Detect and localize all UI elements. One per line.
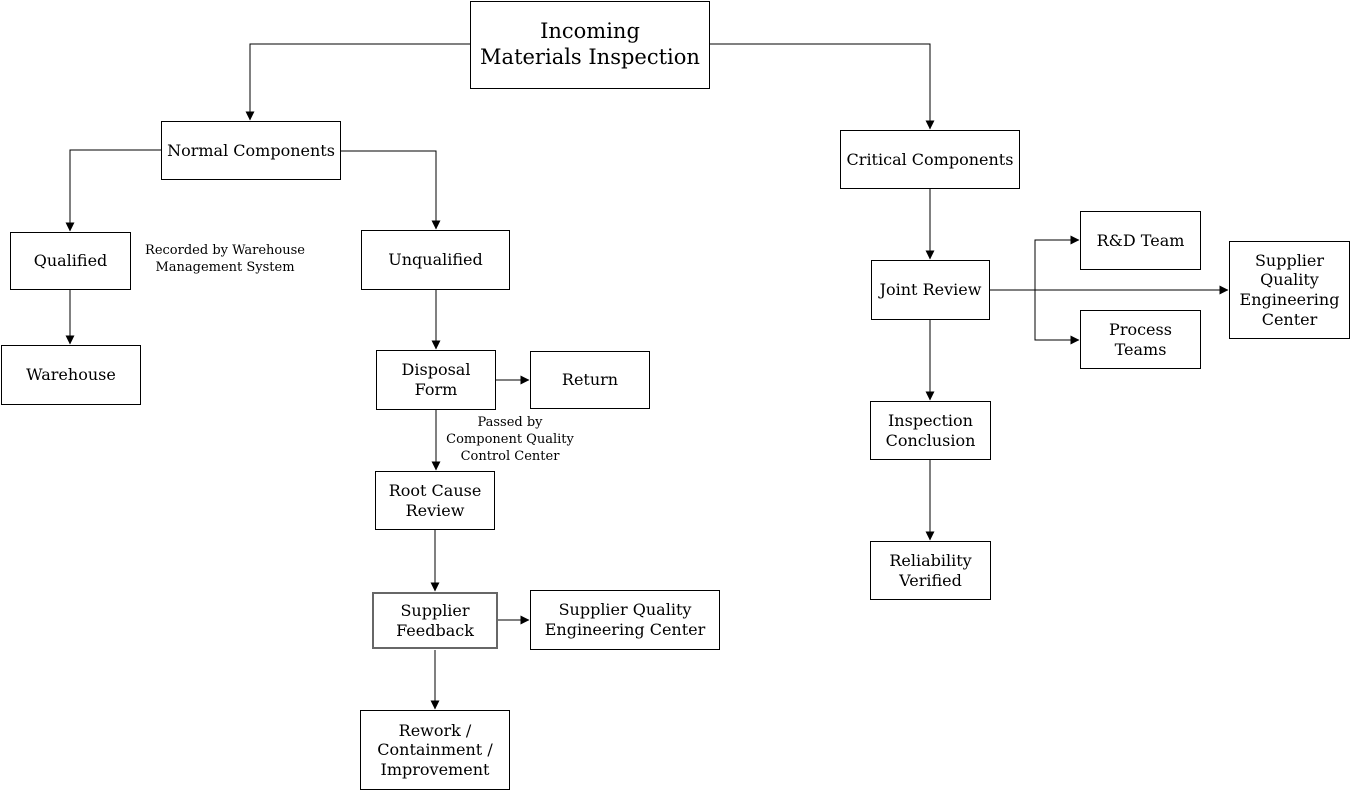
node-inspection-conclusion: Inspection Conclusion bbox=[870, 401, 991, 460]
node-warehouse: Warehouse bbox=[1, 345, 141, 405]
node-supplier-feedback: Supplier Feedback bbox=[372, 592, 498, 649]
annotation-passed-by-component-quality: Passed by Component Quality Control Cent… bbox=[446, 415, 574, 464]
node-supplier-quality-engineering-center-left: Supplier Quality Engineering Center bbox=[530, 590, 720, 650]
node-qualified: Qualified bbox=[10, 232, 131, 290]
node-supplier-quality-engineering-center-right: Supplier Quality Engineering Center bbox=[1229, 241, 1350, 339]
node-reliability-verified: Reliability Verified bbox=[870, 541, 991, 600]
annotation-recorded-by-warehouse: Recorded by Warehouse Management System bbox=[145, 243, 305, 275]
node-joint-review: Joint Review bbox=[871, 260, 990, 320]
node-disposal-form: Disposal Form bbox=[376, 350, 496, 410]
node-rd-team: R&D Team bbox=[1080, 211, 1201, 270]
node-rework-containment-improvement: Rework / Containment / Improvement bbox=[360, 710, 510, 790]
node-root-cause-review: Root Cause Review bbox=[375, 471, 495, 530]
node-return: Return bbox=[530, 351, 650, 409]
node-normal-components: Normal Components bbox=[161, 121, 341, 180]
node-incoming-materials-inspection: Incoming Materials Inspection bbox=[470, 1, 710, 89]
node-process-teams: Process Teams bbox=[1080, 310, 1201, 369]
node-critical-components: Critical Components bbox=[840, 130, 1020, 189]
node-unqualified: Unqualified bbox=[361, 230, 510, 290]
